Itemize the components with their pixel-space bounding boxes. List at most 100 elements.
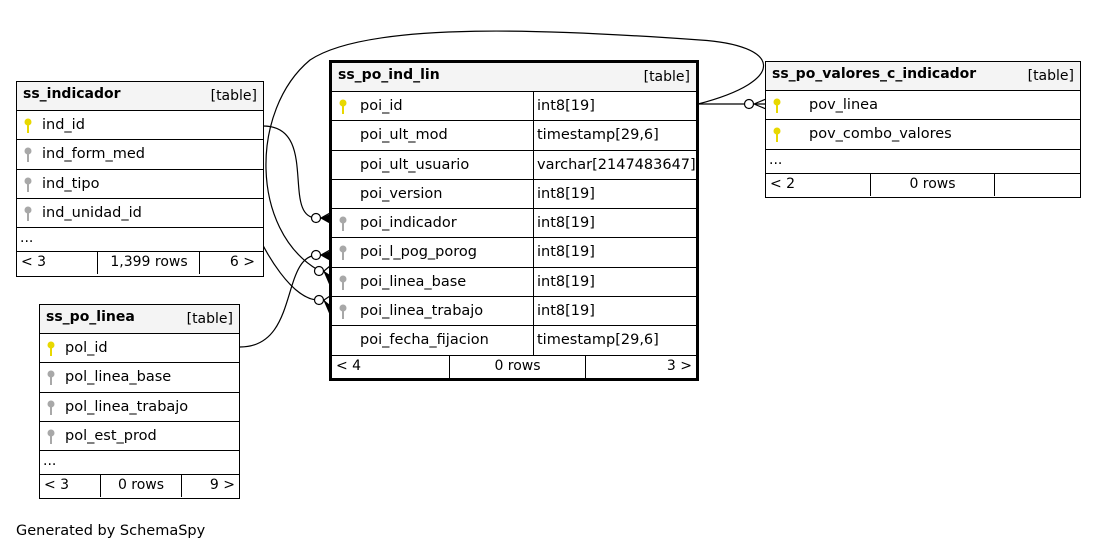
index-key-icon	[24, 206, 32, 221]
table-footer: < 4 0 rows 3 >	[332, 355, 696, 378]
table-kind: [table]	[210, 88, 257, 104]
more-columns: ...	[766, 150, 1080, 174]
parents-count[interactable]: < 4	[336, 357, 362, 374]
cell-divider	[533, 121, 534, 150]
column-row[interactable]: pov_linea	[766, 91, 1080, 121]
children-count[interactable]: 6 >	[199, 252, 259, 275]
cell-divider	[533, 209, 534, 238]
column-row[interactable]: poi_ult_mod timestamp[29,6]	[332, 121, 696, 151]
table-ss-po-valores-c-indicador[interactable]: ss_po_valores_c_indicador [table] pov_li…	[765, 61, 1081, 198]
table-header: ss_indicador [table]	[17, 82, 263, 111]
column-row[interactable]: poi_id int8[19]	[332, 92, 696, 122]
column-row[interactable]: ind_unidad_id	[17, 199, 263, 229]
column-name: ind_tipo	[42, 175, 100, 192]
column-row[interactable]: poi_l_pog_porog int8[19]	[332, 238, 696, 268]
index-key-icon	[339, 245, 347, 261]
column-row[interactable]: pov_combo_valores	[766, 120, 1080, 150]
column-name: pol_linea_trabajo	[65, 398, 189, 415]
index-key-icon	[24, 177, 32, 192]
table-header: ss_po_ind_lin [table]	[332, 63, 696, 92]
arrow-head	[321, 214, 330, 223]
more-columns: ...	[17, 228, 263, 253]
column-name: pol_linea_base	[65, 369, 172, 386]
children-count[interactable]	[994, 173, 1080, 196]
primary-key-icon	[773, 127, 781, 143]
cell-divider	[533, 238, 534, 267]
table-name: ss_po_linea	[46, 309, 135, 325]
table-header: ss_po_valores_c_indicador [table]	[766, 62, 1080, 91]
index-key-icon	[339, 304, 347, 320]
arrow-head	[324, 271, 330, 285]
index-key-icon	[339, 216, 347, 232]
row-count: 0 rows	[100, 475, 181, 498]
column-type: int8[19]	[537, 185, 595, 202]
column-name: poi_linea_trabajo	[360, 303, 484, 320]
parents-count[interactable]: < 3	[44, 477, 70, 494]
column-type: timestamp[29,6]	[537, 332, 659, 349]
column-list: ind_id ind_form_med ind_tipo ind_unidad_id	[17, 111, 263, 229]
column-name: poi_l_pog_porog	[360, 244, 477, 261]
parents-count[interactable]: < 3	[21, 254, 47, 271]
column-name: pol_id	[65, 340, 108, 356]
column-name: poi_version	[360, 185, 443, 202]
more-indicator: ...	[43, 453, 57, 470]
column-name: pov_combo_valores	[809, 126, 952, 143]
column-name: poi_ult_usuario	[360, 156, 470, 173]
edge-poi-id-loop-to-poi-linea-base	[265, 30, 765, 271]
column-row[interactable]: ind_tipo	[17, 170, 263, 199]
crowfoot-marker	[753, 98, 767, 110]
more-indicator: ...	[20, 230, 34, 247]
column-row[interactable]: pol_id	[40, 334, 239, 364]
cell-divider	[533, 150, 534, 179]
table-header: ss_po_linea [table]	[40, 305, 239, 334]
table-name: ss_po_ind_lin	[338, 67, 440, 83]
index-key-icon	[47, 429, 55, 444]
column-name: poi_indicador	[360, 215, 457, 232]
column-type: int8[19]	[537, 215, 595, 232]
children-count[interactable]: 9 >	[181, 475, 239, 498]
column-type: timestamp[29,6]	[537, 127, 659, 144]
column-name: poi_id	[360, 98, 403, 114]
column-row[interactable]: poi_linea_trabajo int8[19]	[332, 297, 696, 327]
column-row[interactable]: poi_indicador int8[19]	[332, 209, 696, 239]
column-row[interactable]: ind_id	[17, 111, 263, 141]
row-count: 1,399 rows	[97, 252, 200, 275]
column-name: pol_est_prod	[65, 427, 157, 444]
row-count: 0 rows	[449, 355, 585, 378]
column-row[interactable]: pol_linea_base	[40, 363, 239, 393]
parents-count[interactable]: < 2	[770, 175, 796, 192]
column-row[interactable]: pol_linea_trabajo	[40, 393, 239, 422]
children-count[interactable]: 3 >	[585, 355, 696, 378]
column-type: int8[19]	[537, 244, 595, 261]
table-kind: [table]	[643, 69, 690, 85]
cell-divider	[533, 92, 534, 121]
more-columns: ...	[40, 451, 239, 476]
edge-pol-id-to-poi-l-pog-porog	[239, 254, 319, 348]
primary-key-icon	[24, 118, 32, 133]
table-ss-po-linea[interactable]: ss_po_linea [table] pol_id pol_linea_base…	[39, 304, 240, 499]
column-list: pov_linea pov_combo_valores	[766, 91, 1080, 150]
column-name: poi_ult_mod	[360, 127, 448, 144]
table-footer: < 3 0 rows 9 >	[40, 475, 239, 498]
row-count: 0 rows	[870, 173, 994, 196]
table-kind: [table]	[186, 311, 233, 327]
cell-divider	[533, 179, 534, 209]
column-row[interactable]: pol_est_prod	[40, 422, 239, 452]
column-type: int8[19]	[537, 98, 595, 114]
column-list: poi_id int8[19] poi_ult_mod timestamp[29,6]…	[332, 92, 696, 356]
optional-marker	[310, 212, 322, 224]
column-row[interactable]: ind_form_med	[17, 140, 263, 170]
cell-divider	[533, 297, 534, 326]
column-row[interactable]: poi_version int8[19]	[332, 179, 696, 210]
column-type: int8[19]	[537, 303, 595, 320]
index-key-icon	[339, 275, 347, 290]
more-indicator: ...	[769, 151, 783, 168]
column-name: ind_id	[42, 117, 85, 133]
